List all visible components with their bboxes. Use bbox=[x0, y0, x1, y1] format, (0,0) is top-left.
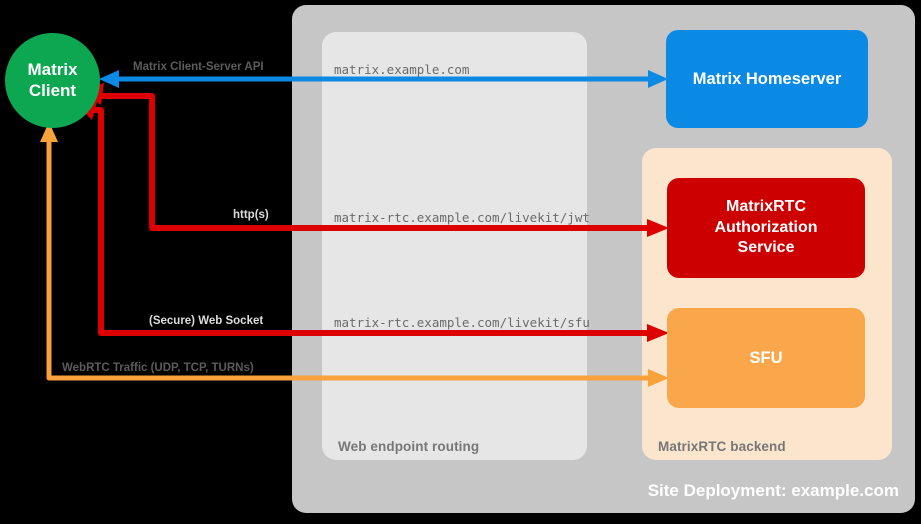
matrixrtc-backend-label: MatrixRTC backend bbox=[658, 439, 786, 454]
endpoint-livekit-jwt: matrix-rtc.example.com/livekit/jwt bbox=[334, 210, 590, 225]
node-matrixrtc-authorization-service-label: MatrixRTC Authorization Service bbox=[714, 197, 817, 259]
site-deployment-title: Site Deployment: example.com bbox=[647, 481, 899, 500]
edge-label-matrix-client-server-api: Matrix Client-Server API bbox=[133, 61, 264, 73]
web-endpoint-routing-label: Web endpoint routing bbox=[338, 439, 480, 454]
auth-line-2: Authorization bbox=[714, 218, 818, 236]
auth-line-3: Service bbox=[737, 239, 795, 257]
endpoint-livekit-sfu: matrix-rtc.example.com/livekit/sfu bbox=[334, 315, 590, 330]
node-matrix-homeserver[interactable]: Matrix Homeserver bbox=[666, 30, 868, 128]
node-sfu-label: SFU bbox=[749, 348, 783, 367]
node-matrixrtc-authorization-service[interactable]: MatrixRTC Authorization Service bbox=[667, 178, 865, 278]
matrix-client-line-1: Matrix bbox=[27, 59, 78, 79]
node-matrix-client-label: Matrix Client bbox=[27, 60, 77, 101]
node-matrix-homeserver-label: Matrix Homeserver bbox=[692, 69, 842, 88]
edge-label-webrtc-traffic: WebRTC Traffic (UDP, TCP, TURNs) bbox=[62, 362, 254, 374]
matrix-client-line-2: Client bbox=[28, 80, 77, 100]
edge-label-secure-web-socket: (Secure) Web Socket bbox=[149, 315, 264, 327]
node-sfu[interactable]: SFU bbox=[667, 308, 865, 408]
endpoint-matrix-example-com: matrix.example.com bbox=[334, 62, 470, 77]
node-matrix-client[interactable]: Matrix Client bbox=[5, 33, 100, 128]
auth-line-1: MatrixRTC bbox=[725, 197, 806, 215]
web-endpoint-routing-container bbox=[322, 32, 587, 460]
edge-label-http: http(s) bbox=[233, 209, 269, 221]
